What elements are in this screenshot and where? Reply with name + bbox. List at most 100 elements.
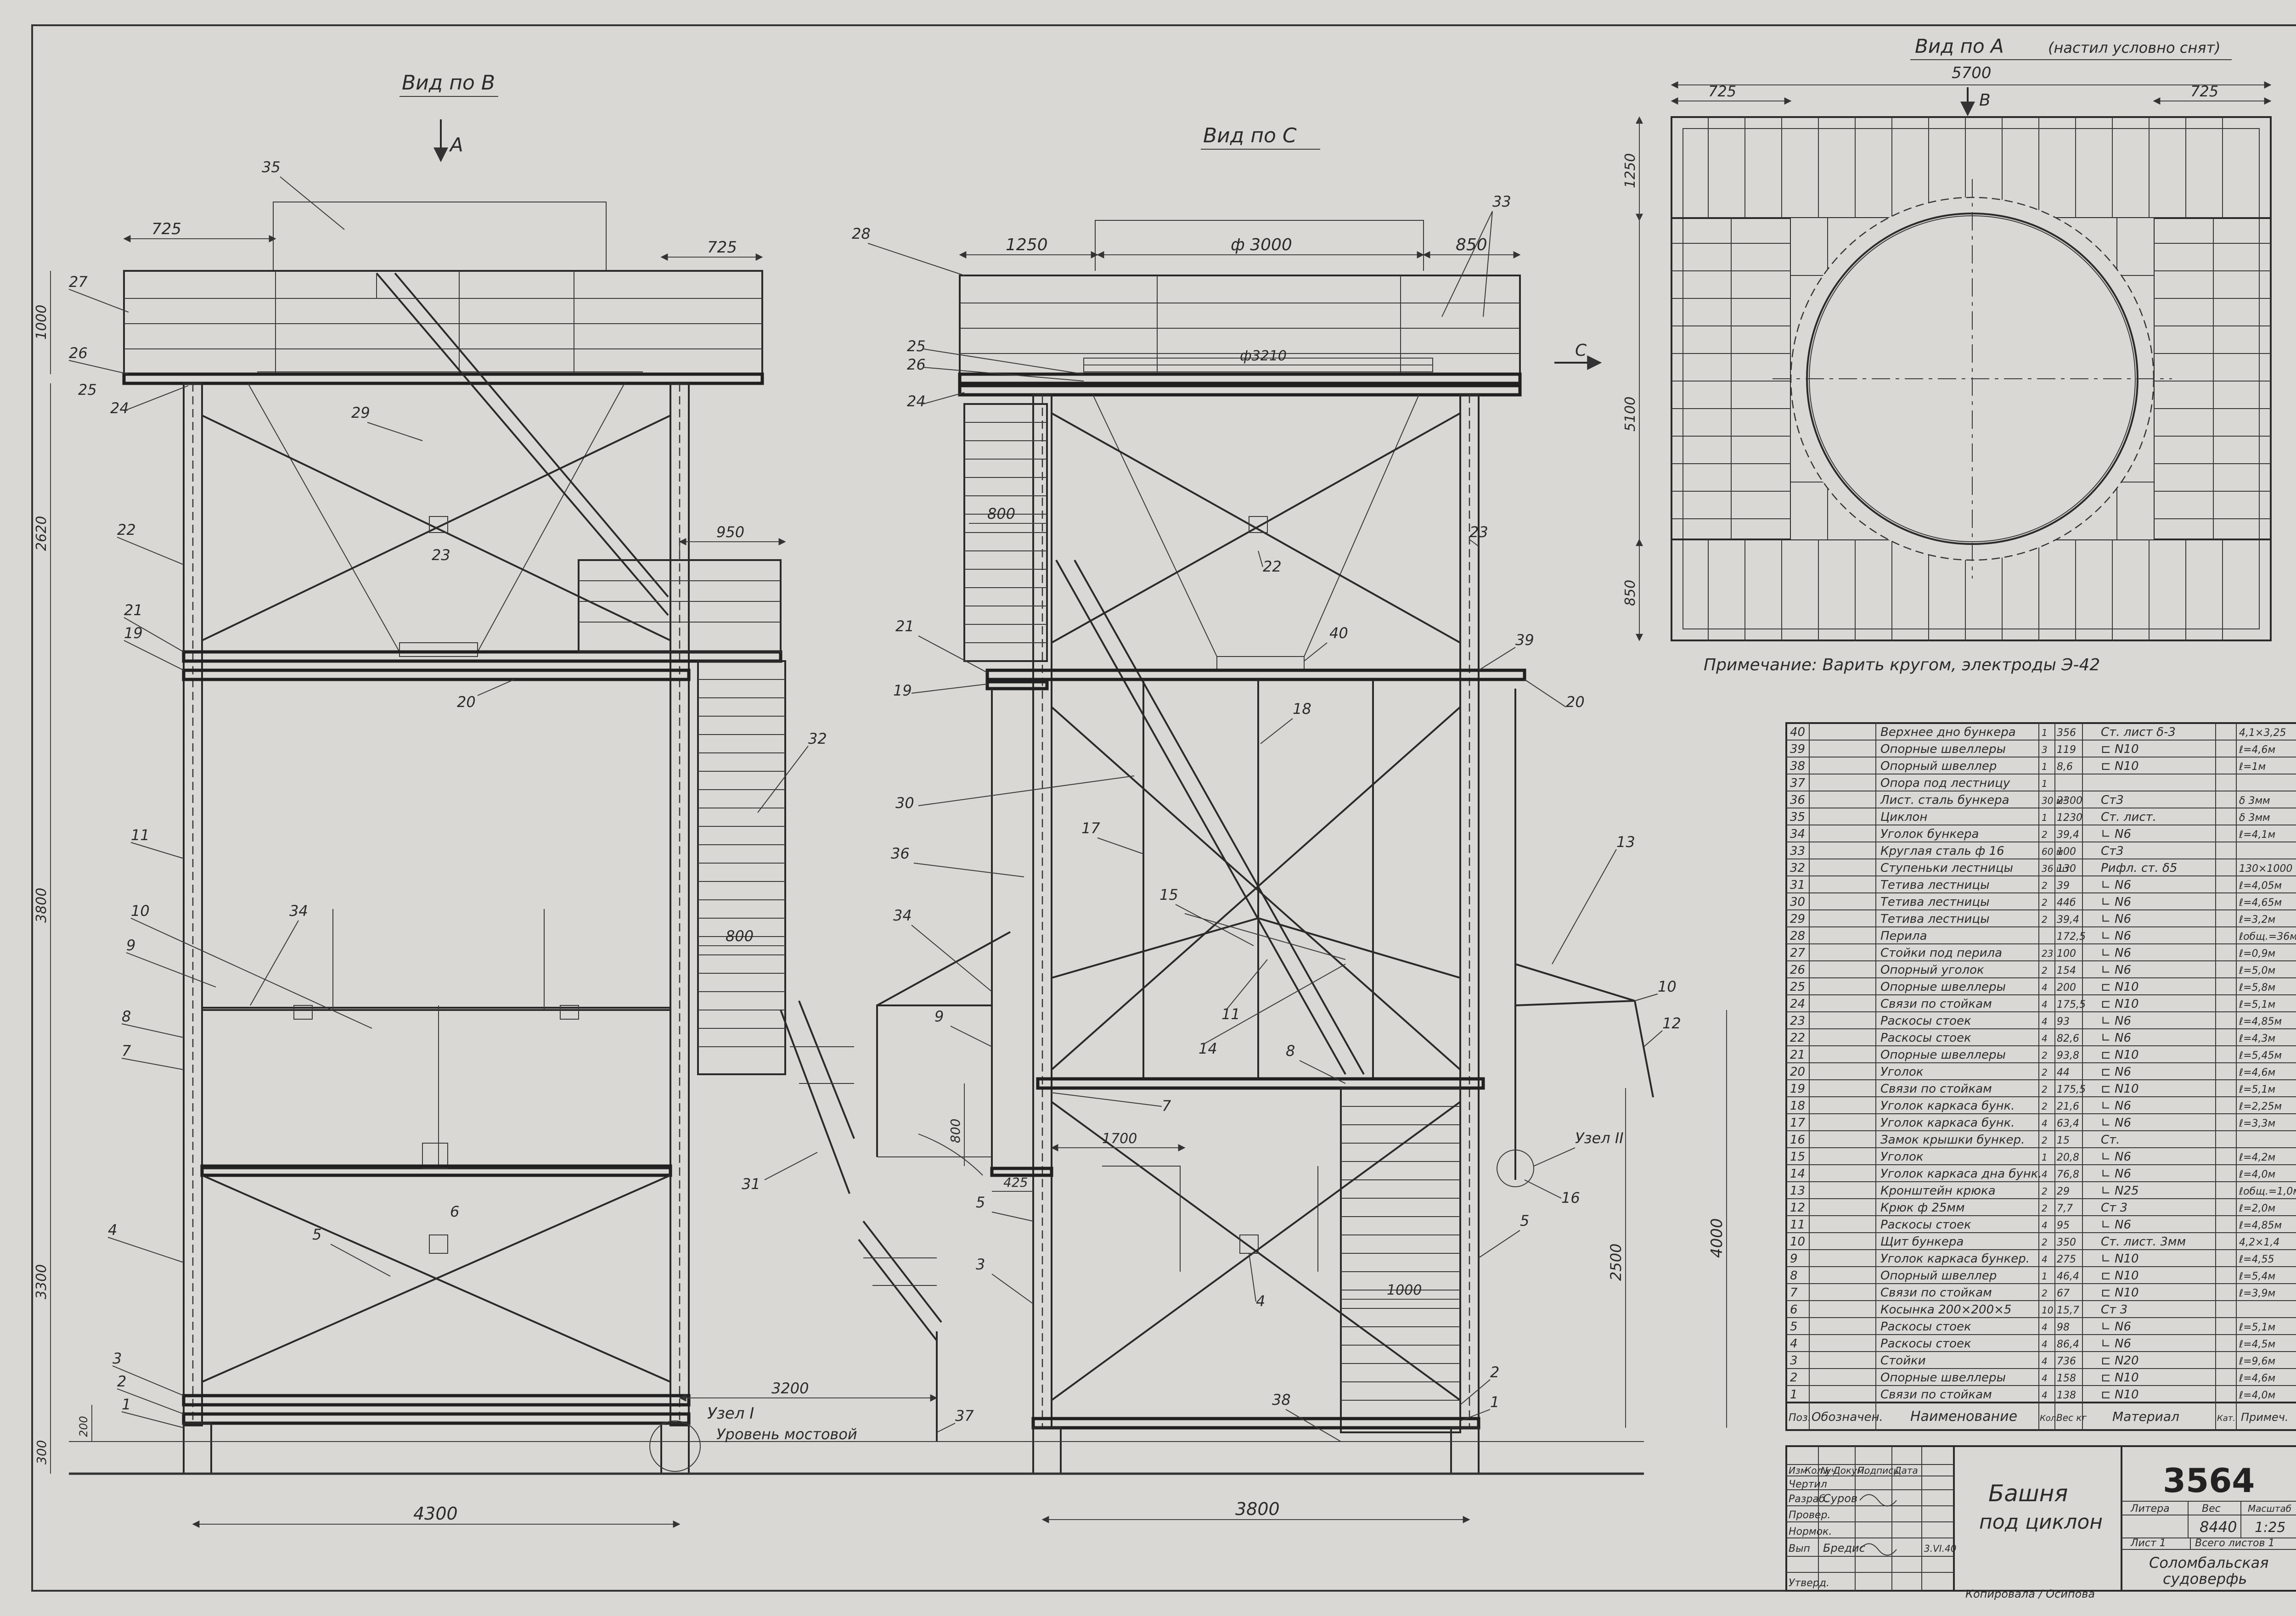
bom-cell-weight: 350 [2057,1237,2076,1248]
tb-sheets: Всего листов 1 [2195,1537,2274,1549]
svg-text:16: 16 [1561,1189,1580,1206]
bom-cell-weight: 93 [2057,1016,2070,1027]
bom-cell-pos: 32 [1790,861,1805,875]
dim-c-h2: 2500 [1607,1244,1625,1281]
svg-text:3: 3 [113,1350,122,1367]
bom-cell-pos: 15 [1790,1150,1805,1164]
bom-cell-name: Круглая сталь ф 16 [1880,844,2004,858]
svg-text:19: 19 [893,682,912,699]
tb-date: 3.VI.40 [1924,1543,1956,1554]
drawing-number: 3564 [2163,1461,2255,1500]
bom-cell-note: 4,1×3,25 [2239,727,2286,739]
bom-cell-note: ℓ=4,85м [2239,1220,2282,1231]
bom-cell-weight: 95 [2057,1220,2070,1231]
bom-cell-note: ℓ=5,0м [2239,965,2275,976]
bom-cell-weight: 63,4 [2057,1118,2079,1129]
svg-text:23: 23 [1469,523,1488,541]
bom-cell-name: Раскосы стоек [1880,1218,1971,1232]
svg-text:30: 30 [895,794,914,812]
bom-cell-note: ℓ=4,1м [2239,829,2275,841]
bom-cell-weight: 175,5 [2057,999,2086,1010]
view-c-callouts: 28 33 25 26 24 22 21 19 40 39 20 18 23 3… [852,193,1681,1442]
bom-cell-weight: 1230 [2057,812,2082,824]
bom-cell-weight: 82,6 [2057,1033,2079,1044]
bom-cell-weight: 67 [2057,1288,2070,1299]
svg-text:20: 20 [457,693,476,711]
svg-text:29: 29 [351,404,370,421]
view-b-arrow-label: А [449,134,463,156]
bom-cell-name: Уголок каркаса дна бунк. [1880,1167,2042,1181]
svg-text:5: 5 [976,1194,985,1211]
svg-text:21: 21 [895,617,914,635]
bom-cell-mat: Ст3 [2101,844,2124,858]
bom-cell-pos: 21 [1790,1048,1805,1062]
bom-cell-name: Замок крышки бункер. [1880,1133,2025,1147]
svg-text:12: 12 [1662,1015,1681,1032]
svg-text:34: 34 [893,907,912,924]
bom-cell-name: Связи по стойкам [1880,1286,1992,1300]
dim-b-floor: 200 [77,1416,90,1437]
bom-cell-pos: 18 [1790,1099,1805,1113]
bom-cell-weight: 138 [2057,1390,2076,1401]
bom-cell-qty: 1 [2042,727,2048,738]
svg-text:24: 24 [907,393,926,410]
view-a-arrow-b: В [1979,91,1991,110]
bom-cell-name: Перила [1880,929,1927,943]
svg-text:25: 25 [907,337,926,355]
tb-checker: Бредис [1823,1542,1865,1554]
bom-cell-mat: ∟ N6 [2101,1320,2131,1334]
dim-b-stair-width: 800 [726,927,754,945]
bom-cell-pos: 39 [1790,742,1805,756]
bom-cell-pos: 27 [1790,946,1806,960]
bom-cell-mat: ⊏ N10 [2101,1286,2139,1300]
bom-cell-name: Уголок каркаса бунк. [1880,1099,2015,1113]
bom-cell-weight: 7,7 [2057,1203,2073,1214]
bom-cell-qty: 2 [2042,897,2048,908]
dim-a-left: 725 [1708,83,1736,100]
bom-cell-mat: ∟ N6 [2101,963,2131,977]
bom-cell-mat: Ст. лист. [2101,810,2156,824]
svg-text:2: 2 [117,1373,126,1390]
svg-text:7: 7 [1162,1097,1171,1115]
bom-cell-name: Опорные швеллеры [1880,1371,2006,1385]
bom-cell-weight: 15,7 [2057,1305,2079,1316]
bom-cell-pos: 30 [1790,895,1805,909]
bom-cell-name: Ступеньки лестницы [1880,861,2013,875]
svg-text:5: 5 [312,1226,321,1243]
bom-cell-name: Стойки под перила [1880,946,2002,960]
bom-header-qty: Кол. [2040,1414,2059,1423]
bom-cell-note: ℓ=2,0м [2239,1203,2275,1214]
view-a-arrow-c: С [1575,341,1587,360]
bom-cell-name: Опорные швеллеры [1880,742,2006,756]
bom-cell-qty: 2 [2042,1288,2048,1299]
bom-cell-weight: 356 [2057,727,2076,739]
dim-c-h1: 800 [948,1119,963,1143]
stair-32-treads [698,679,785,1047]
bom-cell-mat: Ст 3 [2101,1303,2127,1317]
bom-cell-name: Стойки [1880,1354,1926,1368]
bom-cell-pos: 3 [1790,1354,1798,1368]
dim-b-bottom: 300 [34,1440,49,1464]
svg-text:34: 34 [289,902,308,920]
stair-c-upper-treads [964,422,1047,643]
bom-cell-pos: 36 [1790,793,1805,807]
bom-cell-note: ℓ=0,9м [2239,948,2275,960]
bom-cell-pos: 13 [1790,1184,1805,1198]
svg-text:37: 37 [955,1407,974,1425]
bom-cell-qty: 2 [2042,914,2048,925]
bom-cell-pos: 31 [1790,878,1805,892]
bom-cell-mat: ⊏ N6 [2101,1065,2131,1079]
bom-cell-note: ℓ=5,4м [2239,1271,2275,1282]
svg-text:9: 9 [934,1008,944,1025]
bom-header-mat: Материал [2112,1409,2179,1424]
title-block: Изм Кол.уч № Докум. Подпись Дата Чертил … [1785,1445,2296,1600]
bom-cell-pos: 35 [1790,810,1805,824]
bom-cell-qty: 1 [2042,1271,2048,1282]
dim-a-h1: 1250 [1622,153,1638,188]
tb-head-kol: Кол.уч [1805,1465,1836,1476]
dim-b-stair: 950 [716,523,744,541]
view-b-title: Вид по В [402,71,495,95]
bom-cell-note: ℓ=4,0м [2239,1390,2275,1401]
bom-cell-pos: 19 [1790,1082,1805,1096]
dim-b-height2: 2620 [34,516,50,551]
